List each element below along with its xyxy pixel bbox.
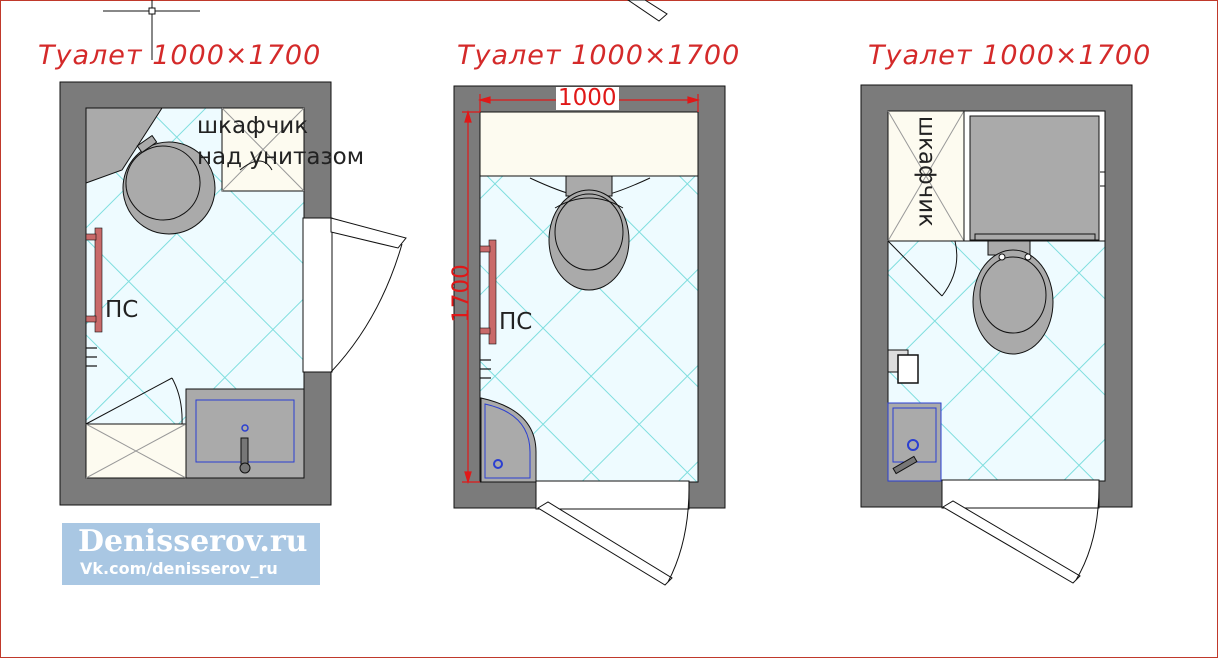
plan-1-cabinet-label-line2: над унитазом [197,144,365,170]
plan-3-sink [887,402,942,482]
plan-1-lower-cabinet [85,377,187,479]
plan-1-towel-heater [85,227,103,333]
plan-2-dimension-height-label: 1700 [448,264,475,323]
plan-1-cabinet-label-line1: шкафчик [197,113,309,139]
plan-2-door-opening [535,480,690,510]
plan-3-door-opening [941,479,1100,509]
plan-2-cabinet [479,111,699,197]
plan-3 [860,84,1133,584]
watermark-site: Denisserov.ru [78,524,308,559]
plan-3-title: Туалет 1000×1700 [868,40,1152,71]
plan-2 [453,85,726,586]
plan-3-door[interactable] [942,480,1100,584]
plan-1-toilet [85,107,216,235]
plan-3-cabinet [887,110,965,297]
plan-2-dimension-width-label: 1000 [556,85,619,111]
plan-2-toilet [548,175,630,291]
top-door-fragment [627,0,668,22]
plan-1-cabinet [221,107,305,192]
plan-2-corner-sink [480,397,537,483]
plan-2-riser-pipes [480,359,491,379]
plan-1 [59,81,407,506]
plan-2-dimension-height [462,109,480,485]
plan-3-toilet [972,240,1054,355]
plan-1-riser-label: ПС [105,297,139,323]
plan-2-riser-label: ПС [499,309,533,335]
plan-1-door-opening [302,217,333,373]
plan-1-title: Туалет 1000×1700 [38,40,322,71]
plan-3-wall-tap [887,349,919,384]
plan-3-cabinet-label: шкафчик [913,115,940,228]
plan-1-riser-pipes [86,347,97,367]
plan-2-towel-heater [479,239,497,345]
plan-1-sink [185,388,305,479]
watermark: Denisserov.ru Vk.com/denisserov_ru [62,523,320,585]
plan-2-title: Туалет 1000×1700 [457,40,741,71]
cad-crosshair-icon [103,0,200,60]
plan-1-door[interactable] [330,217,407,373]
plan-3-appliance [888,110,1106,242]
plan-2-door[interactable] [537,481,690,586]
watermark-vk: Vk.com/denisserov_ru [80,559,278,578]
